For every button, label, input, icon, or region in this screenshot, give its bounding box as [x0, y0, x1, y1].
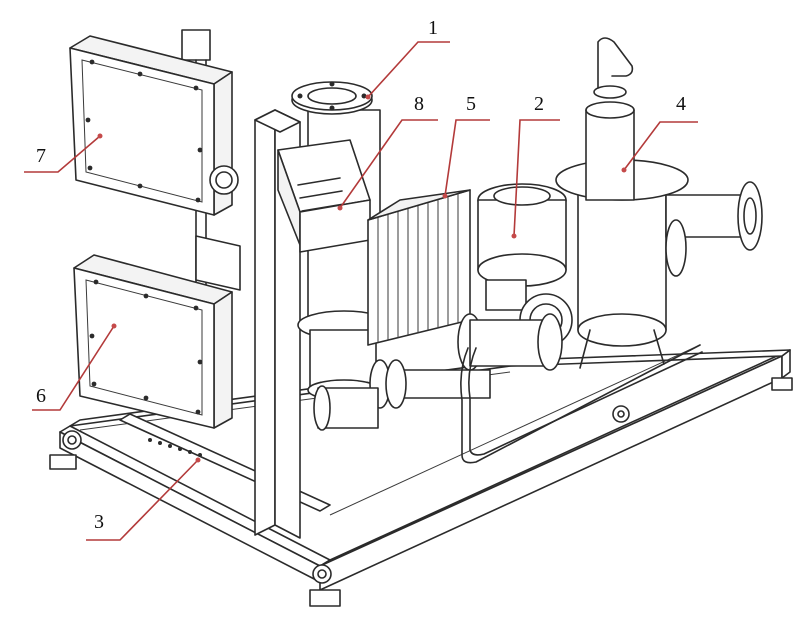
motor-finned: [367, 189, 471, 346]
leader-8: [339, 119, 438, 209]
leader-3: [86, 459, 199, 541]
callout-8: 8: [414, 93, 424, 115]
callout-dots: [97, 94, 627, 463]
callout-1: 1: [428, 17, 438, 39]
callout-3: 3: [94, 511, 104, 533]
callout-6: 6: [36, 385, 46, 407]
leader-6: [32, 325, 115, 411]
junction-box-upper: [69, 35, 239, 216]
callout-2: 2: [534, 93, 544, 115]
valve-actuator: [477, 183, 573, 347]
leader-5: [444, 119, 490, 197]
callout-7: 7: [36, 145, 46, 167]
leader-1: [367, 41, 450, 98]
discharge-piping: [313, 313, 703, 464]
terminal-row: [148, 438, 202, 457]
callout-4: 4: [676, 93, 686, 115]
leader-lines: [24, 41, 698, 541]
leader-4: [623, 121, 698, 171]
receiver-tank: [555, 37, 763, 369]
leader-7: [24, 135, 101, 173]
callout-5: 5: [466, 93, 476, 115]
leader-2: [513, 119, 560, 237]
callout-labels: 1 2 3 4 5 6 7 8: [36, 17, 686, 533]
junction-box-lower: [73, 235, 241, 457]
